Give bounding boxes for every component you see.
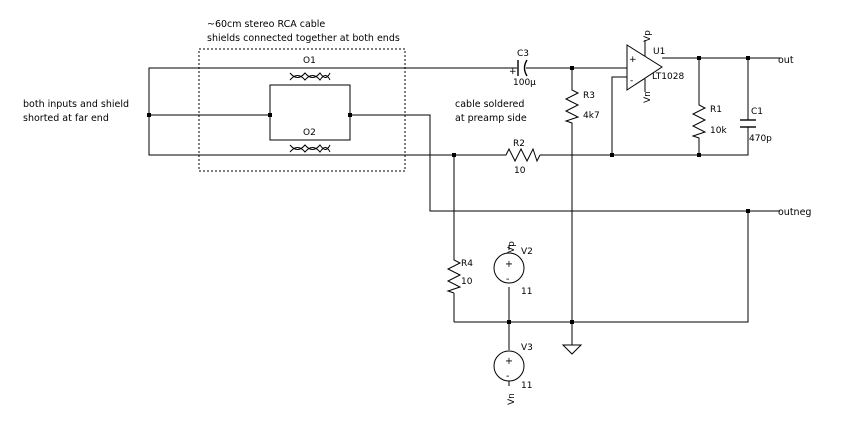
v3-value: 11 [521, 381, 532, 391]
r4-value: 10 [461, 277, 473, 287]
r3-ref: R3 [583, 91, 595, 101]
net-outneg-label: outneg [778, 207, 811, 218]
v3-source: + - Vn V3 11 [493, 322, 533, 405]
r2-ref: R2 [513, 139, 525, 149]
left-wiring [148, 67, 351, 156]
u1-minus-pin: - [630, 76, 633, 86]
v2-value: 11 [521, 287, 532, 297]
cable-box [198, 48, 406, 172]
u1-opamp: + - U1 LT1028 Vp Vn [626, 30, 780, 103]
outneg-wiring: outneg [350, 114, 811, 323]
far-end-note-line1: both inputs and shield [23, 99, 129, 110]
feedback-wiring [330, 58, 700, 322]
c3-polarity: + [509, 67, 517, 77]
net-out-label: out [778, 55, 794, 66]
c3-ref: C3 [517, 49, 529, 59]
o1-cable: O1 [289, 56, 331, 86]
r3-value: 4k7 [583, 111, 600, 121]
u1-vp-label: Vp [643, 30, 653, 42]
r1-resistor: R1 10k [691, 100, 727, 140]
v3-plus-sign: + [505, 356, 513, 367]
far-end-note-line2: shorted at far end [23, 113, 109, 124]
ground-symbol [561, 344, 583, 355]
u1-plus-pin: + [629, 55, 637, 65]
v3-ref: V3 [521, 343, 533, 353]
soldered-note-line2: at preamp side [455, 113, 527, 124]
v2-minus-sign: - [506, 274, 509, 285]
r4-resistor: R4 10 [446, 255, 473, 294]
r3-resistor: R3 4k7 [564, 85, 600, 125]
c1-value: 470p [749, 134, 772, 144]
u1-value: LT1028 [652, 72, 684, 82]
signal-wiring [330, 67, 627, 345]
junction-nodes [147, 56, 750, 324]
r2-resistor: R2 10 [500, 139, 541, 176]
v3-net-label: Vn [507, 393, 517, 405]
output-wiring: out [699, 55, 794, 156]
r2-value: 10 [514, 166, 526, 176]
c3-value: 100µ [513, 78, 536, 88]
c1-ref: C1 [751, 107, 763, 117]
r1-ref: R1 [710, 105, 722, 115]
v3-minus-sign: - [506, 371, 509, 382]
cable-note-line1: ~60cm stereo RCA cable [207, 19, 325, 30]
v2-ref: V2 [521, 247, 533, 257]
c1-capacitor: C1 470p [740, 107, 772, 144]
o2-cable: O2 [289, 128, 331, 156]
v2-source: + - Vp V2 11 [493, 241, 533, 322]
u1-ref: U1 [653, 47, 665, 57]
v2-net-label: Vp [507, 241, 517, 253]
soldered-note-line1: cable soldered [455, 99, 524, 110]
o1-ref: O1 [303, 56, 316, 66]
c3-capacitor: C3 + 100µ [509, 49, 536, 88]
u1-vn-label: Vn [643, 91, 653, 103]
o2-ref: O2 [303, 128, 316, 138]
r1-value: 10k [710, 126, 727, 136]
r4-ref: R4 [461, 259, 473, 269]
cable-note-line2: shields connected together at both ends [207, 33, 400, 44]
v2-plus-sign: + [505, 259, 513, 270]
